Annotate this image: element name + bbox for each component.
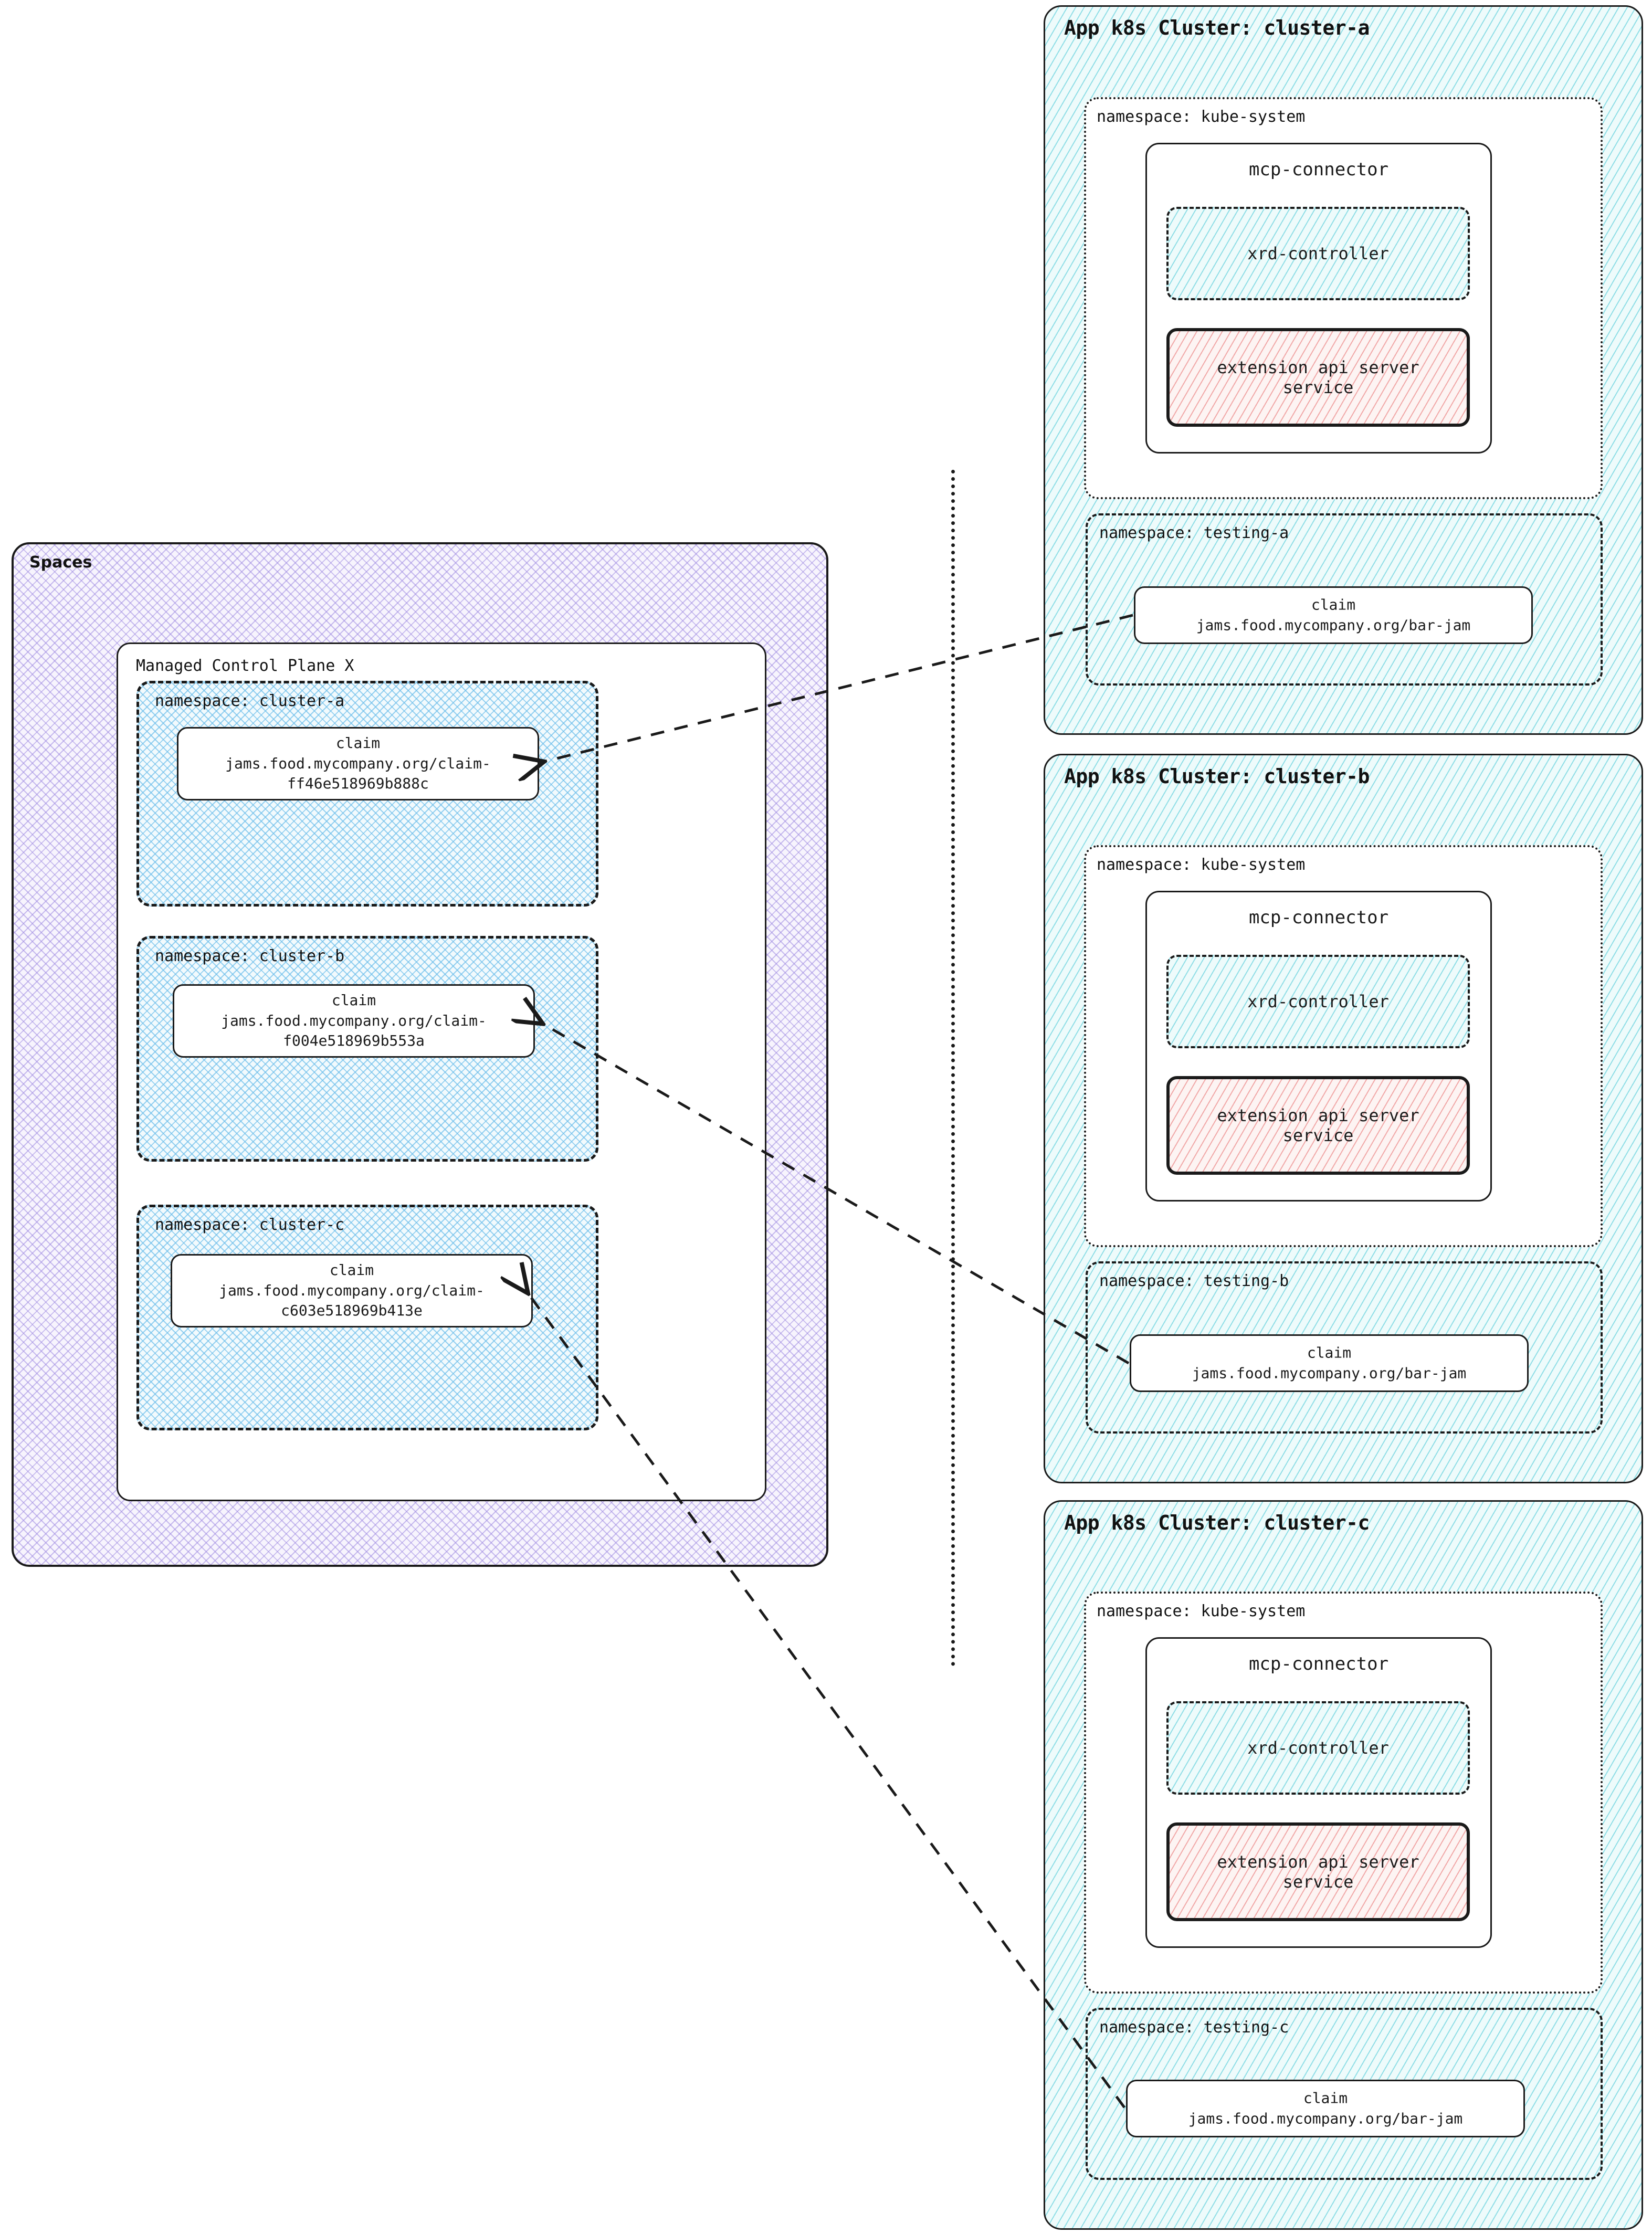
cluster-a-service-line1: extension api server bbox=[1217, 357, 1419, 377]
vertical-divider bbox=[951, 470, 955, 1667]
claim-cluster-b-kind: claim bbox=[331, 992, 376, 1009]
cluster-a-testing-claim-kind: claim bbox=[1311, 596, 1356, 614]
cluster-b-mcp-connector-label: mcp-connector bbox=[1248, 907, 1389, 928]
cluster-b-extension-api-server-service: extension api server service bbox=[1166, 1076, 1470, 1175]
claim-box-cluster-b[interactable]: claim jams.food.mycompany.org/claim-f004… bbox=[173, 984, 535, 1058]
cluster-c-title: App k8s Cluster: cluster-c bbox=[1064, 1511, 1370, 1534]
cluster-c-service-line1: extension api server bbox=[1217, 1852, 1419, 1872]
cluster-c-extension-api-server-service: extension api server service bbox=[1166, 1822, 1470, 1921]
cluster-a-service-text: extension api server service bbox=[1170, 357, 1467, 397]
cluster-b-service-line1: extension api server bbox=[1217, 1105, 1419, 1125]
cluster-b-kube-system-label: namespace: kube-system bbox=[1097, 856, 1306, 874]
cluster-a-service-line2: service bbox=[1282, 377, 1354, 397]
cluster-b-xrd-controller: xrd-controller bbox=[1166, 955, 1470, 1048]
cluster-b-service-line2: service bbox=[1282, 1125, 1354, 1145]
cluster-c-testing-claim-text: claim jams.food.mycompany.org/bar-jam bbox=[1128, 2088, 1523, 2128]
cluster-c-kube-system-label: namespace: kube-system bbox=[1097, 1602, 1306, 1620]
cluster-c-testing-claim-kind: claim bbox=[1303, 2089, 1348, 2107]
cluster-a-xrd-controller-label: xrd-controller bbox=[1247, 244, 1389, 264]
cluster-a-testing-claim-box[interactable]: claim jams.food.mycompany.org/bar-jam bbox=[1134, 586, 1533, 644]
cluster-c-namespace-testing: namespace: testing-c bbox=[1086, 2008, 1603, 2180]
claim-cluster-b-text: claim jams.food.mycompany.org/claim-f004… bbox=[174, 990, 533, 1051]
cluster-c-testing-claim-box[interactable]: claim jams.food.mycompany.org/bar-jam bbox=[1126, 2080, 1525, 2137]
cluster-a-testing-claim-name: jams.food.mycompany.org/bar-jam bbox=[1196, 616, 1471, 634]
cluster-b-testing-label: namespace: testing-b bbox=[1099, 1272, 1289, 1290]
cluster-a-testing-label: namespace: testing-a bbox=[1099, 524, 1289, 542]
claim-box-cluster-a[interactable]: claim jams.food.mycompany.org/claim-ff46… bbox=[177, 727, 539, 800]
managed-control-plane-label: Managed Control Plane X bbox=[136, 657, 354, 675]
spaces-label: Spaces bbox=[29, 553, 92, 572]
cluster-b-testing-claim-name: jams.food.mycompany.org/bar-jam bbox=[1192, 1364, 1467, 1382]
cluster-b-testing-claim-box[interactable]: claim jams.food.mycompany.org/bar-jam bbox=[1130, 1334, 1529, 1392]
cluster-a-mcp-connector-label: mcp-connector bbox=[1248, 159, 1389, 180]
cluster-b-service-text: extension api server service bbox=[1170, 1105, 1467, 1145]
cluster-a-extension-api-server-service: extension api server service bbox=[1166, 328, 1470, 427]
claim-cluster-b-name: jams.food.mycompany.org/claim-f004e51896… bbox=[221, 1011, 487, 1050]
claim-cluster-a-text: claim jams.food.mycompany.org/claim-ff46… bbox=[178, 733, 538, 794]
cluster-c-mcp-connector-label: mcp-connector bbox=[1248, 1653, 1389, 1674]
cluster-b-testing-claim-text: claim jams.food.mycompany.org/bar-jam bbox=[1131, 1343, 1527, 1383]
claim-cluster-c-kind: claim bbox=[329, 1261, 374, 1279]
cluster-c-testing-label: namespace: testing-c bbox=[1099, 2018, 1289, 2037]
cluster-a-testing-claim-text: claim jams.food.mycompany.org/bar-jam bbox=[1135, 595, 1531, 635]
cluster-b-testing-claim-kind: claim bbox=[1307, 1344, 1352, 1362]
namespace-cluster-b-label: namespace: cluster-b bbox=[155, 947, 345, 965]
cluster-b-title: App k8s Cluster: cluster-b bbox=[1064, 765, 1370, 788]
claim-cluster-a-name: jams.food.mycompany.org/claim-ff46e51896… bbox=[225, 754, 491, 793]
cluster-a-kube-system-label: namespace: kube-system bbox=[1097, 108, 1306, 126]
cluster-c-xrd-controller-label: xrd-controller bbox=[1247, 1738, 1389, 1758]
claim-cluster-c-name: jams.food.mycompany.org/claim-c603e51896… bbox=[219, 1281, 485, 1320]
claim-box-cluster-c[interactable]: claim jams.food.mycompany.org/claim-c603… bbox=[171, 1254, 533, 1327]
cluster-c-testing-claim-name: jams.food.mycompany.org/bar-jam bbox=[1188, 2110, 1463, 2127]
cluster-c-service-line2: service bbox=[1282, 1872, 1354, 1892]
namespace-cluster-c-label: namespace: cluster-c bbox=[155, 1216, 345, 1234]
claim-cluster-c-text: claim jams.food.mycompany.org/claim-c603… bbox=[172, 1260, 531, 1321]
cluster-a-namespace-testing: namespace: testing-a bbox=[1086, 513, 1603, 686]
cluster-a-xrd-controller: xrd-controller bbox=[1166, 207, 1470, 300]
cluster-c-xrd-controller: xrd-controller bbox=[1166, 1701, 1470, 1795]
namespace-cluster-a-label: namespace: cluster-a bbox=[155, 692, 345, 710]
claim-cluster-a-kind: claim bbox=[335, 734, 381, 752]
cluster-a-title: App k8s Cluster: cluster-a bbox=[1064, 16, 1370, 39]
cluster-b-xrd-controller-label: xrd-controller bbox=[1247, 992, 1389, 1011]
cluster-c-service-text: extension api server service bbox=[1170, 1852, 1467, 1892]
